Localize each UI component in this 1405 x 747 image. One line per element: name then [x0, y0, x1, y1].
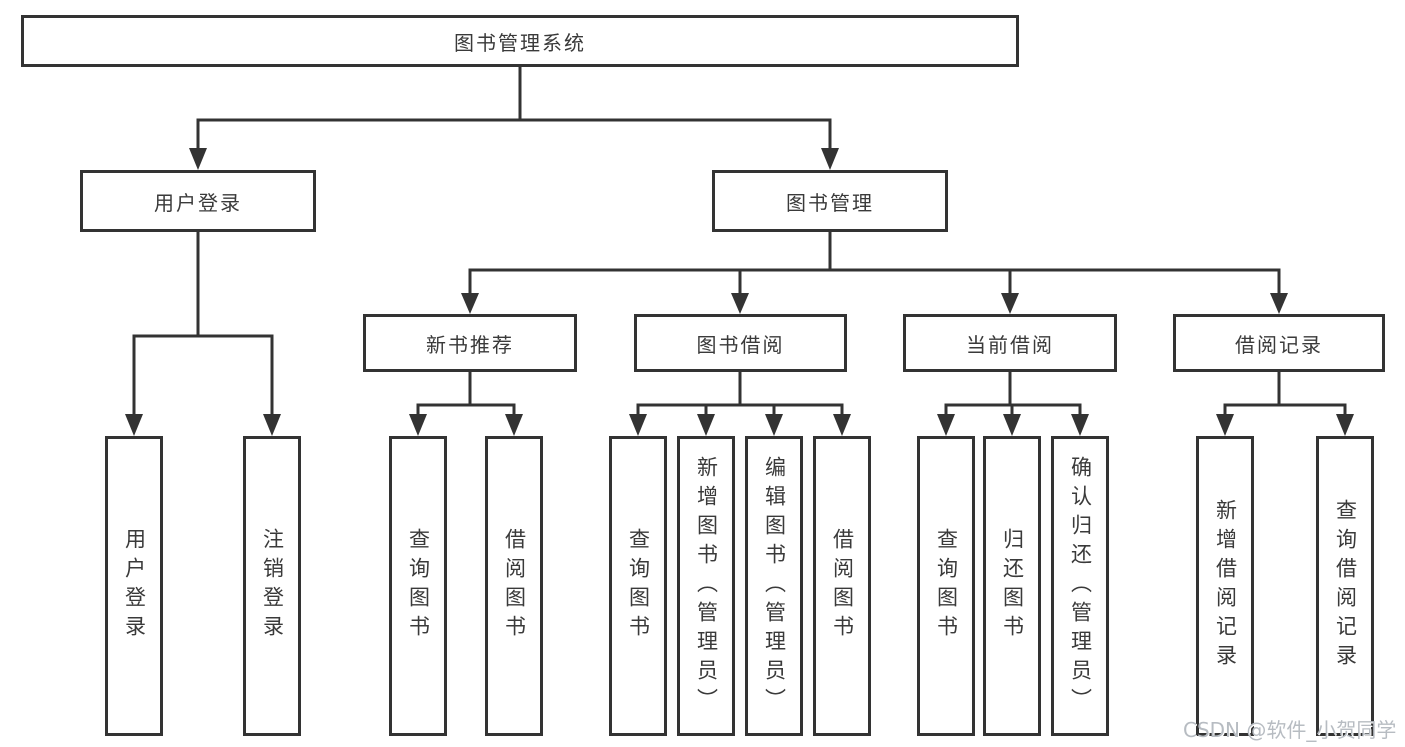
arrowhead [263, 414, 281, 436]
node-borrow-records: 借阅记录 [1173, 314, 1385, 372]
connector-root-to-level2 [189, 67, 839, 170]
node-label: 图书借阅 [696, 332, 785, 357]
node-new-book-recommend: 新书推荐 [363, 314, 577, 372]
node-label: 查询图书 [406, 528, 431, 644]
node-label: 用户登录 [154, 190, 242, 215]
connector-current-borrow-to-leaves [937, 372, 1089, 436]
node-label: 查询图书 [626, 528, 651, 644]
arrowhead [821, 148, 839, 170]
arrowhead [189, 148, 207, 170]
arrowhead [1336, 414, 1354, 436]
node-label: 图书管理 [786, 190, 874, 215]
arrowhead [629, 414, 647, 436]
leaf-return-books: 归还图书 [983, 436, 1041, 736]
node-library-management-system: 图书管理系统 [21, 15, 1019, 67]
node-label: 确认归还（管理员） [1068, 455, 1093, 717]
arrowhead [461, 293, 479, 314]
node-label: 归还图书 [1000, 528, 1025, 644]
node-label: 借阅图书 [502, 528, 527, 644]
arrowhead [1270, 293, 1288, 314]
arrowhead [731, 293, 749, 314]
arrowhead [765, 414, 783, 436]
connector-borrow-records-to-leaves [1216, 372, 1354, 436]
arrowhead [1001, 293, 1019, 314]
csdn-watermark: CSDN @软件_小贺同学 [1183, 718, 1397, 742]
node-label: 图书管理系统 [454, 30, 586, 55]
node-label: 借阅记录 [1235, 332, 1323, 357]
arrowhead [1216, 414, 1234, 436]
leaf-borrow-books: 借阅图书 [813, 436, 871, 736]
arrowhead [1003, 414, 1021, 436]
arrowhead [505, 414, 523, 436]
arrowhead [1071, 414, 1089, 436]
node-label: 查询借阅记录 [1333, 499, 1358, 673]
connector-new-book-recommend-to-leaves [409, 372, 523, 436]
connector-user-login-to-leaves [125, 232, 281, 436]
connector-book-borrow-to-leaves [629, 372, 851, 436]
arrowhead [409, 414, 427, 436]
arrowhead [833, 414, 851, 436]
node-current-borrow: 当前借阅 [903, 314, 1117, 372]
node-label: 当前借阅 [966, 332, 1054, 357]
leaf-search-borrow-record: 查询借阅记录 [1316, 436, 1374, 736]
leaf-add-books-admin: 新增图书（管理员） [677, 436, 735, 736]
node-label: 注销登录 [260, 528, 285, 644]
node-label: 新书推荐 [426, 332, 514, 357]
leaf-logout: 注销登录 [243, 436, 301, 736]
arrowhead [937, 414, 955, 436]
connector-book-management-to-level3 [461, 232, 1288, 314]
leaf-search-books-recommend: 查询图书 [389, 436, 447, 736]
leaf-search-books-borrow: 查询图书 [609, 436, 667, 736]
node-label: 新增图书（管理员） [694, 455, 719, 717]
node-book-management: 图书管理 [712, 170, 948, 232]
node-label: 编辑图书（管理员） [762, 455, 787, 717]
leaf-edit-books-admin: 编辑图书（管理员） [745, 436, 803, 736]
node-book-borrow: 图书借阅 [634, 314, 847, 372]
node-user-login: 用户登录 [80, 170, 316, 232]
leaf-user-login: 用户登录 [105, 436, 163, 736]
leaf-add-borrow-record: 新增借阅记录 [1196, 436, 1254, 736]
leaf-confirm-return-admin: 确认归还（管理员） [1051, 436, 1109, 736]
node-label: 查询图书 [934, 528, 959, 644]
node-label: 新增借阅记录 [1213, 499, 1238, 673]
leaf-search-books-current: 查询图书 [917, 436, 975, 736]
arrowhead [697, 414, 715, 436]
leaf-borrow-books-recommend: 借阅图书 [485, 436, 543, 736]
arrowhead [125, 414, 143, 436]
node-label: 借阅图书 [830, 528, 855, 644]
node-label: 用户登录 [122, 528, 147, 644]
